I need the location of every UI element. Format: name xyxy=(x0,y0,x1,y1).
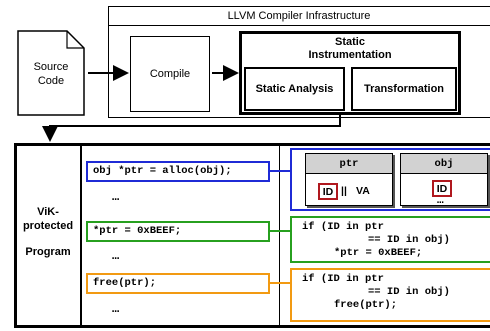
compile-label: Compile xyxy=(149,68,191,80)
check-assign-line3: *ptr = 0xBEEF; xyxy=(334,247,423,259)
ptr-separator: || xyxy=(341,185,347,197)
compile-box: Compile xyxy=(130,36,210,112)
ptr-header: ptr xyxy=(305,153,393,174)
transformation-label: Transformation xyxy=(363,83,445,95)
check-free-line3: free(ptr); xyxy=(334,299,398,311)
source-code-document xyxy=(17,30,85,116)
check-free-line1: if (ID in ptr xyxy=(302,273,384,285)
connector-orange xyxy=(270,282,290,284)
source-code-label-line1: Source xyxy=(33,61,69,73)
static-instrumentation-box xyxy=(239,31,461,115)
code-ellipsis-3: … xyxy=(112,302,120,316)
ptr-header-label: ptr xyxy=(339,157,359,170)
obj-header-label: obj xyxy=(434,157,454,170)
code-ellipsis-2: … xyxy=(112,249,120,263)
check-free-line2: == ID in obj) xyxy=(368,286,450,298)
obj-ellipsis: … xyxy=(437,195,444,207)
source-code-label-line2: Code xyxy=(37,75,65,87)
connector-green xyxy=(270,230,290,232)
llvm-frame xyxy=(108,6,490,118)
transformation-box: Transformation xyxy=(351,67,457,111)
obj-id-cell: ID xyxy=(432,180,452,197)
memory-layout-box xyxy=(290,148,490,211)
source-code-label: Source Code xyxy=(17,52,85,96)
code-assign-text: *ptr = 0xBEEF; xyxy=(93,225,182,237)
static-analysis-label: Static Analysis xyxy=(255,83,334,95)
program-divider-1 xyxy=(80,145,82,327)
check-assign-line1: if (ID in ptr xyxy=(302,221,384,233)
program-label-line1: ViK- xyxy=(37,206,59,218)
obj-header: obj xyxy=(400,153,488,174)
code-assign-box: *ptr = 0xBEEF; xyxy=(86,221,270,242)
code-alloc-text: obj *ptr = alloc(obj); xyxy=(93,165,232,177)
static-instrumentation-title: Static Instrumentation xyxy=(242,34,458,64)
code-free-box: free(ptr); xyxy=(86,273,270,294)
code-ellipsis-1: … xyxy=(112,190,120,204)
code-alloc-box: obj *ptr = alloc(obj); xyxy=(86,161,270,182)
static-analysis-box: Static Analysis xyxy=(244,67,345,111)
check-assign-line2: == ID in obj) xyxy=(368,234,450,246)
check-free-box: if (ID in ptr == ID in obj) free(ptr); xyxy=(290,268,490,322)
static-instrumentation-line1: Static xyxy=(335,36,365,48)
llvm-title: LLVM Compiler Infrastructure xyxy=(108,6,490,26)
ptr-va-label: VA xyxy=(356,185,370,197)
program-divider-2 xyxy=(279,145,280,327)
obj-id-label: ID xyxy=(436,182,448,195)
program-label: ViK- protected Program xyxy=(17,192,79,272)
ptr-id-label: ID xyxy=(322,185,334,198)
program-label-line2: protected xyxy=(22,220,74,232)
arrow-instrumentation-to-program xyxy=(42,113,341,142)
program-label-line3: Program xyxy=(25,246,71,258)
program-frame xyxy=(14,143,490,328)
ptr-id-cell: ID xyxy=(318,183,338,200)
static-instrumentation-line2: Instrumentation xyxy=(308,49,392,61)
connector-blue xyxy=(270,170,290,172)
check-assign-box: if (ID in ptr == ID in obj) *ptr = 0xBEE… xyxy=(290,216,490,263)
code-free-text: free(ptr); xyxy=(93,277,157,289)
